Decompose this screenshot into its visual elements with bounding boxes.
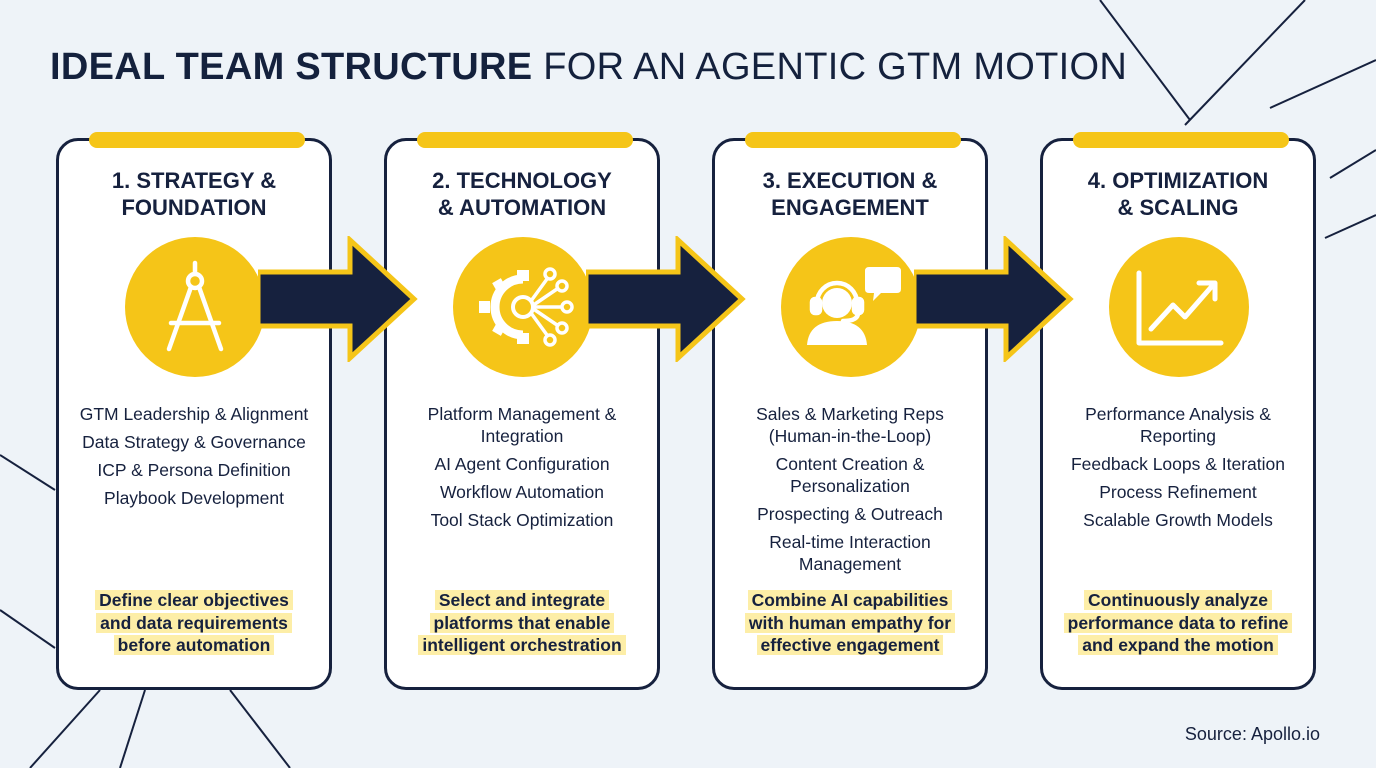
note-line: performance data to refine	[1063, 612, 1293, 633]
highlight-note: Define clear objectives and data require…	[59, 589, 329, 657]
role-item: ICP & Persona Definition	[97, 460, 291, 480]
title-regular: FOR AN AGENTIC GTM MOTION	[543, 46, 1128, 88]
step-title: 2. TECHNOLOGY & AUTOMATION	[387, 167, 657, 221]
step-card-execution: 3. EXECUTION & ENGAGEMENT Sales & Market…	[712, 132, 988, 690]
step-title-line: 2. TECHNOLOGY	[432, 168, 612, 193]
note-line: platforms that enable	[429, 612, 615, 633]
note-line: and expand the motion	[1078, 635, 1278, 655]
role-list: Sales & Marketing Reps (Human-in-the-Loo…	[723, 403, 977, 581]
role-item: Data Strategy & Governance	[82, 432, 306, 452]
highlight-note: Continuously analyze performance data to…	[1043, 589, 1313, 657]
note-line: Combine AI capabilities	[747, 590, 953, 610]
step-card-strategy: 1. STRATEGY & FOUNDATION GTM Leadership …	[56, 132, 332, 690]
compass-icon	[166, 260, 224, 352]
role-item: Playbook Development	[104, 488, 284, 508]
note-line: intelligent orchestration	[418, 635, 626, 655]
role-item: Performance Analysis & Reporting	[1085, 404, 1271, 446]
icon-circle	[453, 237, 593, 377]
highlight-note: Select and integrate platforms that enab…	[387, 589, 657, 657]
card-tab	[417, 132, 633, 148]
flow-arrow-2-3	[586, 236, 746, 362]
note-line: Select and integrate	[434, 590, 610, 610]
step-card-optimization: 4. OPTIMIZATION & SCALING Performance An…	[1040, 132, 1316, 690]
role-item: Platform Management & Integration	[427, 404, 617, 446]
headset-chat-icon	[807, 267, 901, 345]
role-item: Process Refinement	[1099, 482, 1257, 502]
flow-arrow-3-4	[914, 236, 1074, 362]
note-line: Continuously analyze	[1084, 590, 1272, 610]
title-bold: IDEAL TEAM STRUCTURE	[50, 46, 533, 88]
role-item: GTM Leadership & Alignment	[79, 404, 309, 424]
role-item: Real-time Interaction Management	[769, 532, 931, 574]
highlight-note: Combine AI capabilities with human empat…	[715, 589, 985, 657]
step-title-line: & SCALING	[1117, 195, 1239, 220]
role-item: Sales & Marketing Reps (Human-in-the-Loo…	[756, 404, 944, 446]
role-list: Platform Management & Integration AI Age…	[395, 403, 649, 537]
role-item: Feedback Loops & Iteration	[1070, 454, 1286, 474]
role-item: Content Creation & Personalization	[775, 454, 925, 496]
role-item: Workflow Automation	[439, 482, 605, 502]
step-title-line: & AUTOMATION	[437, 195, 607, 220]
note-line: with human empathy for	[744, 612, 956, 633]
icon-circle	[125, 237, 265, 377]
role-item: AI Agent Configuration	[434, 454, 610, 474]
card-tab	[89, 132, 305, 148]
growth-chart-icon	[1136, 270, 1224, 346]
step-title: 3. EXECUTION & ENGAGEMENT	[715, 167, 985, 221]
page-title: IDEAL TEAM STRUCTURE FOR AN AGENTIC GTM …	[50, 46, 1127, 89]
note-line: and data requirements	[96, 612, 292, 633]
icon-circle	[781, 237, 921, 377]
step-title-line: 4. OPTIMIZATION	[1087, 168, 1269, 193]
role-item: Tool Stack Optimization	[430, 510, 614, 530]
step-title-line: 3. EXECUTION &	[762, 168, 938, 193]
note-line: Define clear objectives	[95, 590, 293, 610]
role-list: Performance Analysis & Reporting Feedbac…	[1051, 403, 1305, 537]
role-item: Prospecting & Outreach	[757, 504, 943, 524]
note-line: effective engagement	[756, 635, 944, 655]
source-credit: Source: Apollo.io	[1184, 724, 1320, 744]
step-title: 4. OPTIMIZATION & SCALING	[1043, 167, 1313, 221]
role-item: Scalable Growth Models	[1083, 510, 1273, 530]
card-tab	[1073, 132, 1289, 148]
flow-arrow-1-2	[258, 236, 418, 362]
icon-circle	[1109, 237, 1249, 377]
step-title-line: 1. STRATEGY &	[111, 168, 277, 193]
step-title: 1. STRATEGY & FOUNDATION	[59, 167, 329, 221]
gear-network-icon	[479, 267, 574, 347]
step-card-technology: 2. TECHNOLOGY & AUTOMATION	[384, 132, 660, 690]
step-title-line: FOUNDATION	[121, 195, 267, 220]
role-list: GTM Leadership & Alignment Data Strategy…	[67, 403, 321, 515]
step-title-line: ENGAGEMENT	[771, 195, 929, 220]
card-tab	[745, 132, 961, 148]
note-line: before automation	[113, 635, 275, 655]
